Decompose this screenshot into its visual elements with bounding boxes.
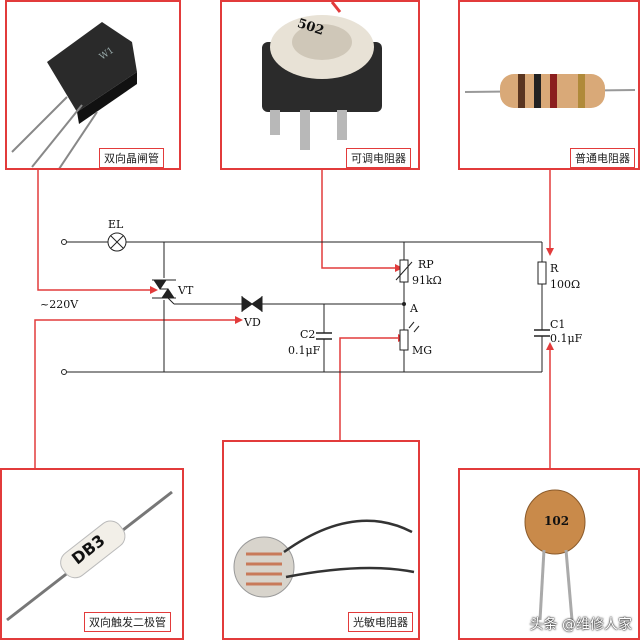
pot-label: 可调电阻器 — [346, 148, 411, 168]
rp-name: RP — [418, 258, 434, 271]
r-symbol — [537, 261, 547, 285]
ldr-label: 光敏电阻器 — [348, 612, 413, 632]
diac-panel: DB3 双向触发二极管 — [0, 468, 184, 640]
lamp-symbol — [107, 232, 127, 252]
vt-label: VT — [178, 284, 194, 297]
triac-panel: W1 双向晶闸管 — [5, 0, 181, 170]
photoresistor-image — [233, 519, 415, 598]
triac-label: 双向晶闸管 — [99, 148, 164, 168]
supply-label: ~220V — [40, 298, 79, 311]
el-label: EL — [108, 218, 124, 231]
mg-label: MG — [412, 344, 433, 357]
mg-symbol — [399, 321, 420, 351]
r-name: R — [550, 262, 559, 275]
resistor-panel: 普通电阻器 — [458, 0, 640, 170]
resistor-label: 普通电阻器 — [570, 148, 635, 168]
c1-symbol — [534, 329, 550, 337]
ldr-panel: 光敏电阻器 — [222, 440, 420, 640]
triac-image: W1 — [11, 22, 137, 168]
node-a-label: A — [410, 302, 418, 315]
capacitor-image — [524, 489, 586, 621]
capacitor-panel: 102 — [458, 468, 640, 640]
triac-symbol — [152, 279, 176, 305]
r-value: 100Ω — [550, 278, 581, 291]
rp-value: 91kΩ — [412, 274, 442, 287]
diac-label: 双向触发二极管 — [84, 612, 171, 632]
c2-symbol — [316, 332, 332, 340]
c1-name: C1 — [550, 318, 566, 331]
resistor-image — [464, 74, 636, 108]
diac-image — [6, 490, 173, 622]
c1-value: 0.1μF — [550, 332, 583, 345]
diac-symbol — [241, 296, 263, 312]
c2-name: C2 — [300, 328, 316, 341]
vd-label: VD — [244, 316, 261, 329]
capacitor-marking: 102 — [544, 514, 570, 528]
watermark: 头条 @维修人家 — [529, 617, 632, 633]
rp-symbol — [395, 259, 413, 283]
pot-panel: 502 可调电阻器 — [220, 0, 420, 170]
potentiometer-image — [262, 2, 382, 150]
c2-value: 0.1μF — [288, 344, 321, 357]
